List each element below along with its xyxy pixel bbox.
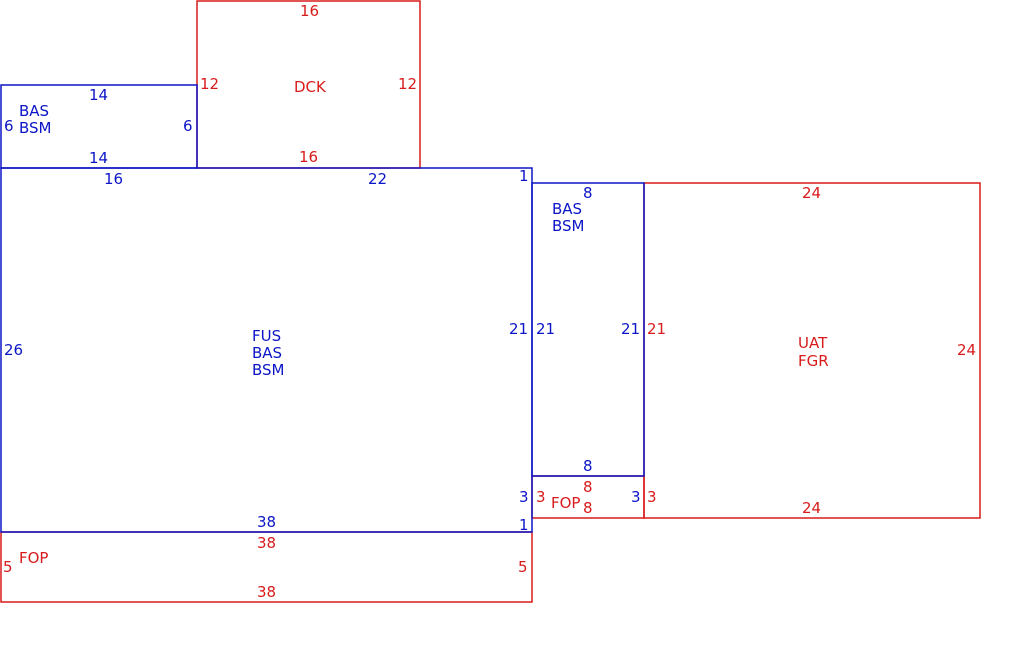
fop-small-code: FOP [551,494,580,512]
uat-code-1: UAT [798,334,828,352]
uat-right-dim: 24 [957,341,976,359]
uat-left-dim: 21 [647,320,666,338]
fop-bottom-left-dim: 5 [3,558,13,576]
main-top-dim-b: 22 [368,170,387,188]
dck-right-dim: 12 [398,75,417,93]
fop-small-left-dim: 3 [536,488,546,506]
fop-small-bottom-dim: 8 [583,499,593,517]
dck-top-dim: 16 [300,2,319,20]
main-top-dim-a: 16 [104,170,123,188]
fop-small-top-dim: 8 [583,478,593,496]
main-right-dim: 21 [509,320,528,338]
bas-topleft-top-dim: 14 [89,86,108,104]
bas-right-outline [531,182,645,477]
fop-small-right-dim-red: 3 [647,488,657,506]
main-code-3: BSM [252,361,285,379]
fop-bottom-right-dim: 5 [518,558,528,576]
fop-small-right-dim-blue: 3 [631,488,641,506]
bas-topleft-code-1: BAS [19,102,49,120]
bas-topleft-right-dim: 6 [183,117,193,135]
dck-left-dim: 12 [200,75,219,93]
bas-right-right-dim: 21 [621,320,640,338]
bas-topleft-code-2: BSM [19,119,52,137]
dck-code: DCK [294,78,327,96]
main-bottom-dim: 38 [257,513,276,531]
bas-right-code-1: BAS [552,200,582,218]
fop-bottom-bottom-dim: 38 [257,583,276,601]
fop-bottom-code: FOP [19,549,48,567]
dck-bottom-dim: 16 [299,148,318,166]
uat-code-2: FGR [798,352,829,370]
main-code-1: FUS [252,327,281,345]
bas-topleft-bottom-dim: 14 [89,149,108,167]
main-code-2: BAS [252,344,282,362]
bas-topleft-left-dim: 6 [4,117,14,135]
bas-right-top-dim: 8 [583,184,593,202]
main-top-step-dim: 1 [519,167,529,185]
main-left-dim: 26 [4,341,23,359]
main-right-low-dim: 3 [519,488,529,506]
uat-bottom-dim: 24 [802,499,821,517]
uat-top-dim: 24 [802,184,821,202]
fop-bottom-top-dim: 38 [257,534,276,552]
bas-right-bottom-dim: 8 [583,457,593,475]
bas-right-code-2: BSM [552,217,585,235]
main-bottom-step-dim: 1 [519,516,529,534]
bas-right-left-dim: 21 [536,320,555,338]
